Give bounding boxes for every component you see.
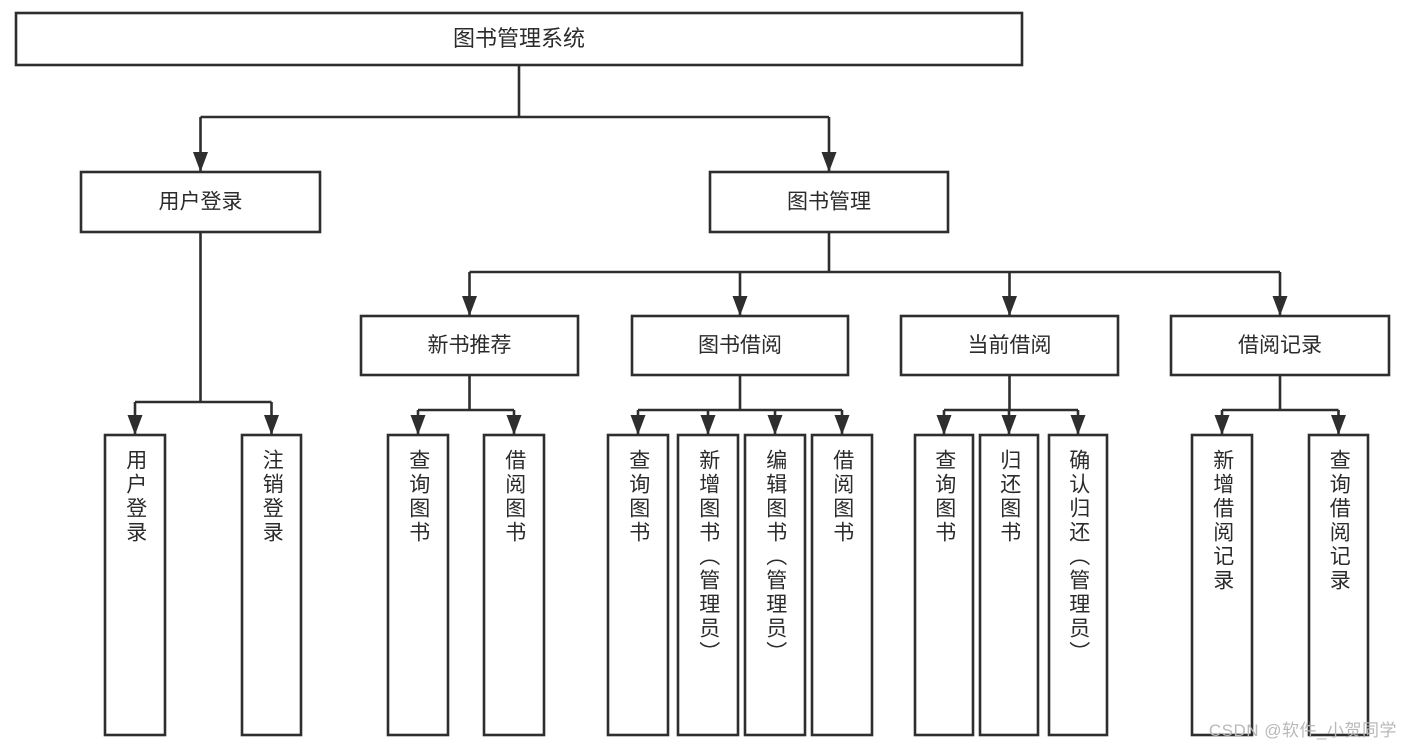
node-label-book-borrow: 图书借阅 bbox=[698, 334, 782, 357]
node-box-leaf-add-record[interactable] bbox=[1190, 433, 1254, 737]
node-box-user-login[interactable] bbox=[79, 170, 322, 234]
node-label-root: 图书管理系统 bbox=[453, 26, 585, 51]
arrow-head-icon-leaf-user-login bbox=[127, 415, 143, 435]
node-box-leaf-user-login[interactable] bbox=[103, 433, 167, 737]
boxes-layer bbox=[14, 11, 1391, 737]
arrow-head-icon-leaf-query-book-cur bbox=[936, 415, 952, 435]
node-box-book-borrow[interactable] bbox=[630, 314, 850, 377]
arrow-head-icon-leaf-borrow-book bbox=[834, 415, 850, 435]
node-box-leaf-query-record[interactable] bbox=[1307, 433, 1370, 737]
node-box-leaf-edit-book[interactable] bbox=[743, 433, 807, 737]
node-label-book-manage: 图书管理 bbox=[787, 191, 871, 214]
node-box-book-manage[interactable] bbox=[708, 170, 950, 234]
node-box-leaf-add-book[interactable] bbox=[676, 433, 740, 737]
arrow-head-icon-leaf-add-record bbox=[1214, 415, 1230, 435]
arrow-head-icon-book-manage bbox=[821, 152, 837, 172]
watermark-text: CSDN @软件_小贺同学 bbox=[1208, 721, 1397, 740]
node-box-root[interactable] bbox=[14, 11, 1024, 67]
node-box-leaf-confirm-return[interactable] bbox=[1047, 433, 1109, 737]
node-box-leaf-borrow-book[interactable] bbox=[810, 433, 874, 737]
node-box-leaf-query-book-cur[interactable] bbox=[913, 433, 975, 737]
node-label-new-book-recommend: 新书推荐 bbox=[428, 334, 512, 357]
arrow-head-icon-leaf-edit-book bbox=[767, 415, 783, 435]
connectors-layer bbox=[127, 65, 1346, 435]
node-box-leaf-borrow-book-rec[interactable] bbox=[482, 433, 546, 737]
node-box-leaf-return-book[interactable] bbox=[978, 433, 1040, 737]
arrow-head-icon-user-login bbox=[193, 152, 208, 172]
node-box-leaf-query-book-rec[interactable] bbox=[386, 433, 450, 737]
arrow-head-icon-leaf-query-record bbox=[1331, 415, 1346, 435]
arrow-head-icon-borrow-record bbox=[1272, 296, 1288, 316]
arrow-head-icon-leaf-logout bbox=[264, 415, 279, 435]
arrow-head-icon-leaf-confirm-return bbox=[1070, 415, 1086, 435]
node-label-user-login: 用户登录 bbox=[159, 191, 243, 214]
node-box-leaf-query-book[interactable] bbox=[606, 433, 670, 737]
arrow-head-icon-leaf-query-book bbox=[630, 415, 646, 435]
node-box-leaf-logout[interactable] bbox=[240, 433, 303, 737]
arrow-head-icon-leaf-borrow-book-rec bbox=[506, 415, 522, 435]
node-box-new-book-recommend[interactable] bbox=[359, 314, 580, 377]
arrow-head-icon-current-borrow bbox=[1002, 296, 1017, 316]
arrow-head-icon-leaf-return-book bbox=[1001, 415, 1017, 435]
node-box-borrow-record[interactable] bbox=[1169, 314, 1391, 377]
node-label-borrow-record: 借阅记录 bbox=[1238, 334, 1322, 357]
arrow-head-icon-leaf-query-book-rec bbox=[410, 415, 426, 435]
arrow-head-icon-new-book-recommend bbox=[462, 296, 477, 316]
arrow-head-icon-book-borrow bbox=[732, 296, 748, 316]
node-box-current-borrow[interactable] bbox=[899, 314, 1120, 377]
node-label-current-borrow: 当前借阅 bbox=[968, 334, 1052, 357]
arrow-head-icon-leaf-add-book bbox=[700, 415, 716, 435]
